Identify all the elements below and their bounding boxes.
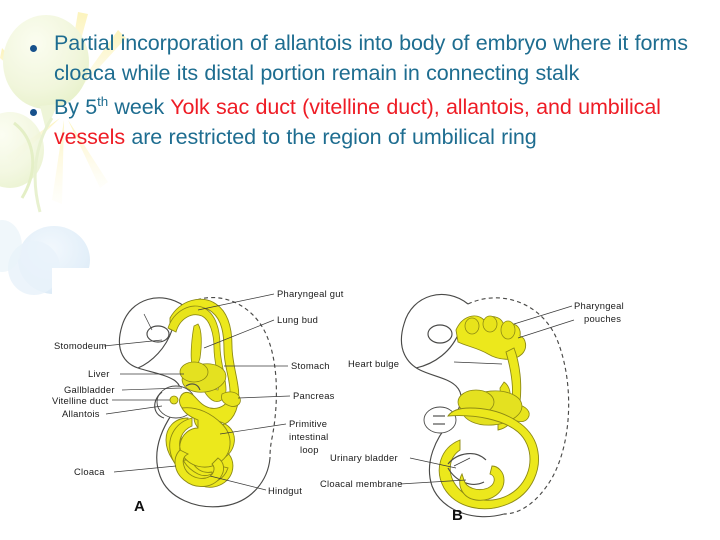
label-primitive-3: loop — [300, 444, 319, 455]
leader-gallbladder — [121, 387, 183, 391]
figure-caption-a: A — [134, 498, 145, 515]
connecting-stalk-a — [154, 391, 165, 419]
label-allantois: Allantois — [62, 408, 100, 419]
bullet-1-text: Partial incorporation of allantois into … — [54, 28, 690, 88]
leader-pharyngeal-pouches — [513, 305, 573, 325]
label-gallbladder: Gallbladder — [64, 384, 115, 395]
label-primitive-2: intestinal — [289, 431, 329, 442]
label-lung-bud: Lung bud — [277, 314, 318, 325]
urinary-bladder-b — [447, 453, 487, 465]
label-stomach: Stomach — [291, 360, 330, 371]
label-primitive-1: Primitive — [289, 418, 327, 429]
label-liver: Liver — [88, 368, 110, 379]
pharyngeal-pouch-2 — [482, 315, 498, 333]
hindgut-b — [459, 465, 505, 501]
panel-a: Pharyngeal gut Lung bud Stomach Pancreas… — [52, 288, 344, 515]
vitelline-duct-a — [169, 395, 179, 405]
otic-vesicle-a — [146, 325, 170, 343]
leader-hindgut — [209, 475, 267, 491]
midgut-loop-b — [438, 407, 539, 510]
leader-pharyngeal-pouches-2 — [517, 319, 575, 339]
bullet-1-body: Partial incorporation of allantois into … — [54, 31, 688, 85]
bullet-2-tail: are restricted to the region of umbilica… — [125, 125, 537, 149]
gallbladder-a — [185, 383, 201, 391]
embryo-figure-panel: Pharyngeal gut Lung bud Stomach Pancreas… — [52, 268, 712, 536]
embryo-outline-b-dashed — [467, 297, 570, 515]
label-stomodeum: Stomodeum — [54, 340, 107, 351]
bullet-2-text: By 5th week Yolk sac duct (vitelline duc… — [54, 92, 690, 152]
bullet-2-ordinal: th — [97, 93, 109, 109]
bullet-2-highlight: Yolk sac duct (vitelline duct), allantoi… — [54, 95, 661, 149]
embryo-outline-b — [400, 294, 505, 518]
figure-caption-b: B — [452, 507, 463, 524]
leader-cloaca — [113, 465, 177, 473]
liver-lobe-a — [179, 361, 209, 383]
bullet-marker-icon — [30, 92, 54, 121]
leader-pharyngeal-gut — [197, 293, 275, 311]
bullet-2-lead: By 5 — [54, 95, 98, 119]
leader-lung-bud — [203, 319, 275, 349]
panel-b: Pharyngeal pouches Heart bulge Urinary b… — [320, 294, 624, 524]
bullet-list: Partial incorporation of allantois into … — [30, 28, 690, 156]
label-heart-bulge: Heart bulge — [348, 358, 399, 369]
leader-stomodeum-hook — [143, 313, 153, 331]
leader-cloacal-membrane — [399, 479, 467, 485]
leader-stomodeum — [103, 339, 163, 347]
label-pancreas: Pancreas — [293, 390, 335, 401]
label-urinary-bladder: Urinary bladder — [330, 452, 398, 463]
hindgut-cloaca-a — [174, 449, 225, 487]
body-wall-a — [137, 329, 173, 369]
lung-bud-a — [190, 323, 202, 367]
leader-urinary-bladder-2 — [409, 457, 457, 469]
umbilical-region-b — [423, 406, 457, 434]
label-pharyngeal-pouches-2: pouches — [584, 313, 621, 324]
label-pharyngeal-gut: Pharyngeal gut — [277, 288, 344, 299]
label-pharyngeal-pouches-1: Pharyngeal — [574, 300, 624, 311]
pharyngeal-pouch-1 — [464, 317, 480, 335]
otic-vesicle-b — [427, 324, 453, 344]
bullet-marker-icon — [30, 28, 54, 57]
leader-heart-bulge — [453, 361, 503, 365]
pancreas-a — [221, 391, 241, 407]
label-cloacal-membrane: Cloacal membrane — [320, 478, 403, 489]
leader-allantois — [105, 405, 163, 415]
bullet-item-2: By 5th week Yolk sac duct (vitelline duc… — [30, 92, 690, 152]
leader-pancreas — [237, 395, 291, 399]
label-cloaca: Cloaca — [74, 466, 105, 477]
leader-primitive-loop — [219, 423, 287, 435]
bullet-2-mid: week — [108, 95, 171, 119]
label-hindgut: Hindgut — [268, 485, 302, 496]
heart-bulge-b — [415, 329, 461, 369]
pharyngeal-pouch-3 — [500, 320, 516, 340]
leader-urinary-bladder — [453, 457, 471, 467]
label-vitelline-duct: Vitelline duct — [52, 395, 109, 406]
embryo-figure-svg: Pharyngeal gut Lung bud Stomach Pancreas… — [52, 288, 624, 524]
bullet-item-1: Partial incorporation of allantois into … — [30, 28, 690, 88]
